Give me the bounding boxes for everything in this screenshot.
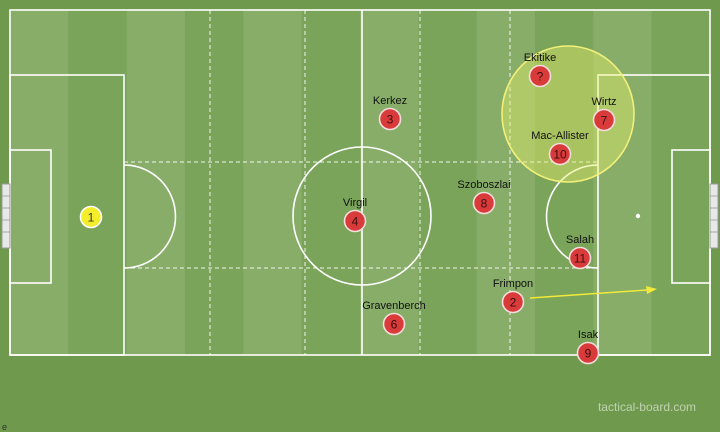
pitch-stripe	[418, 10, 478, 355]
player-marker	[592, 108, 616, 132]
player-name: Mac-Allister	[531, 130, 589, 142]
pitch-stripe	[126, 10, 186, 355]
player-name: Ekitike	[524, 52, 556, 64]
player-marker	[382, 312, 406, 336]
player-name: Frimpon	[493, 278, 533, 290]
player-number: 6	[391, 318, 398, 332]
player-token[interactable]: 8 Szoboszlai	[457, 179, 511, 215]
center-circle	[292, 146, 432, 286]
player-token[interactable]: 7 Wirtz	[591, 96, 617, 132]
player-token[interactable]: 6 Gravenberch	[362, 300, 426, 336]
pitch-stripes	[10, 10, 711, 355]
player-marker	[79, 205, 103, 229]
player-marker	[548, 142, 572, 166]
pitch-stripe	[651, 10, 711, 355]
corner-char: e	[2, 422, 7, 432]
left-goal	[1, 183, 11, 249]
player-marker	[472, 191, 496, 215]
players-layer: 1 3 Kerkez 4 Virgil 6 Gravenberch 8 Szoboszlai? E…	[79, 52, 617, 365]
player-number: 1	[88, 211, 95, 225]
pitch-stripe	[243, 10, 303, 355]
pitch-stripe	[359, 10, 419, 355]
player-number: 2	[510, 296, 517, 310]
player-number: 11	[574, 252, 587, 266]
player-number: 9	[585, 347, 592, 361]
player-token[interactable]: 10 Mac-Allister	[531, 130, 589, 166]
pitch-stripe	[10, 10, 69, 355]
player-token[interactable]: 1	[79, 205, 103, 229]
player-name: Wirtz	[591, 96, 616, 108]
player-marker	[343, 209, 367, 233]
right-goal	[709, 183, 719, 249]
player-token[interactable]: 2 Frimpon	[493, 278, 533, 314]
player-marker	[501, 290, 525, 314]
player-name: Isak	[578, 329, 599, 341]
player-marker	[568, 246, 592, 270]
pitch-stripe	[301, 10, 361, 355]
player-marker	[378, 107, 402, 131]
arrow-head-icon	[646, 286, 657, 294]
player-number: ?	[537, 70, 544, 84]
pitch-stripe	[184, 10, 244, 355]
left-penalty-arc	[123, 164, 177, 269]
player-number: 7	[601, 114, 608, 128]
player-name: Salah	[566, 234, 594, 246]
player-number: 8	[481, 197, 488, 211]
player-token[interactable]: 3 Kerkez	[373, 95, 407, 131]
player-name: Virgil	[343, 197, 367, 209]
player-marker	[576, 341, 600, 365]
right-penalty-spot	[635, 213, 641, 219]
player-token[interactable]: 9 Isak	[576, 329, 600, 365]
player-name: Szoboszlai	[457, 179, 510, 191]
player-number: 3	[387, 113, 394, 127]
player-token[interactable]: 11 Salah	[566, 234, 594, 270]
player-name: Gravenberch	[362, 300, 426, 312]
watermark: tactical-board.com	[598, 400, 696, 414]
player-name: Kerkez	[373, 95, 407, 107]
player-marker	[528, 64, 552, 88]
run-arrow[interactable]	[529, 286, 657, 299]
pitch-stripe	[68, 10, 128, 355]
player-number: 4	[352, 215, 359, 229]
pitch-stripe	[593, 10, 653, 355]
player-number: 10	[553, 148, 567, 162]
player-token[interactable]: 4 Virgil	[343, 197, 367, 233]
player-token[interactable]: ? Ekitike	[524, 52, 556, 88]
